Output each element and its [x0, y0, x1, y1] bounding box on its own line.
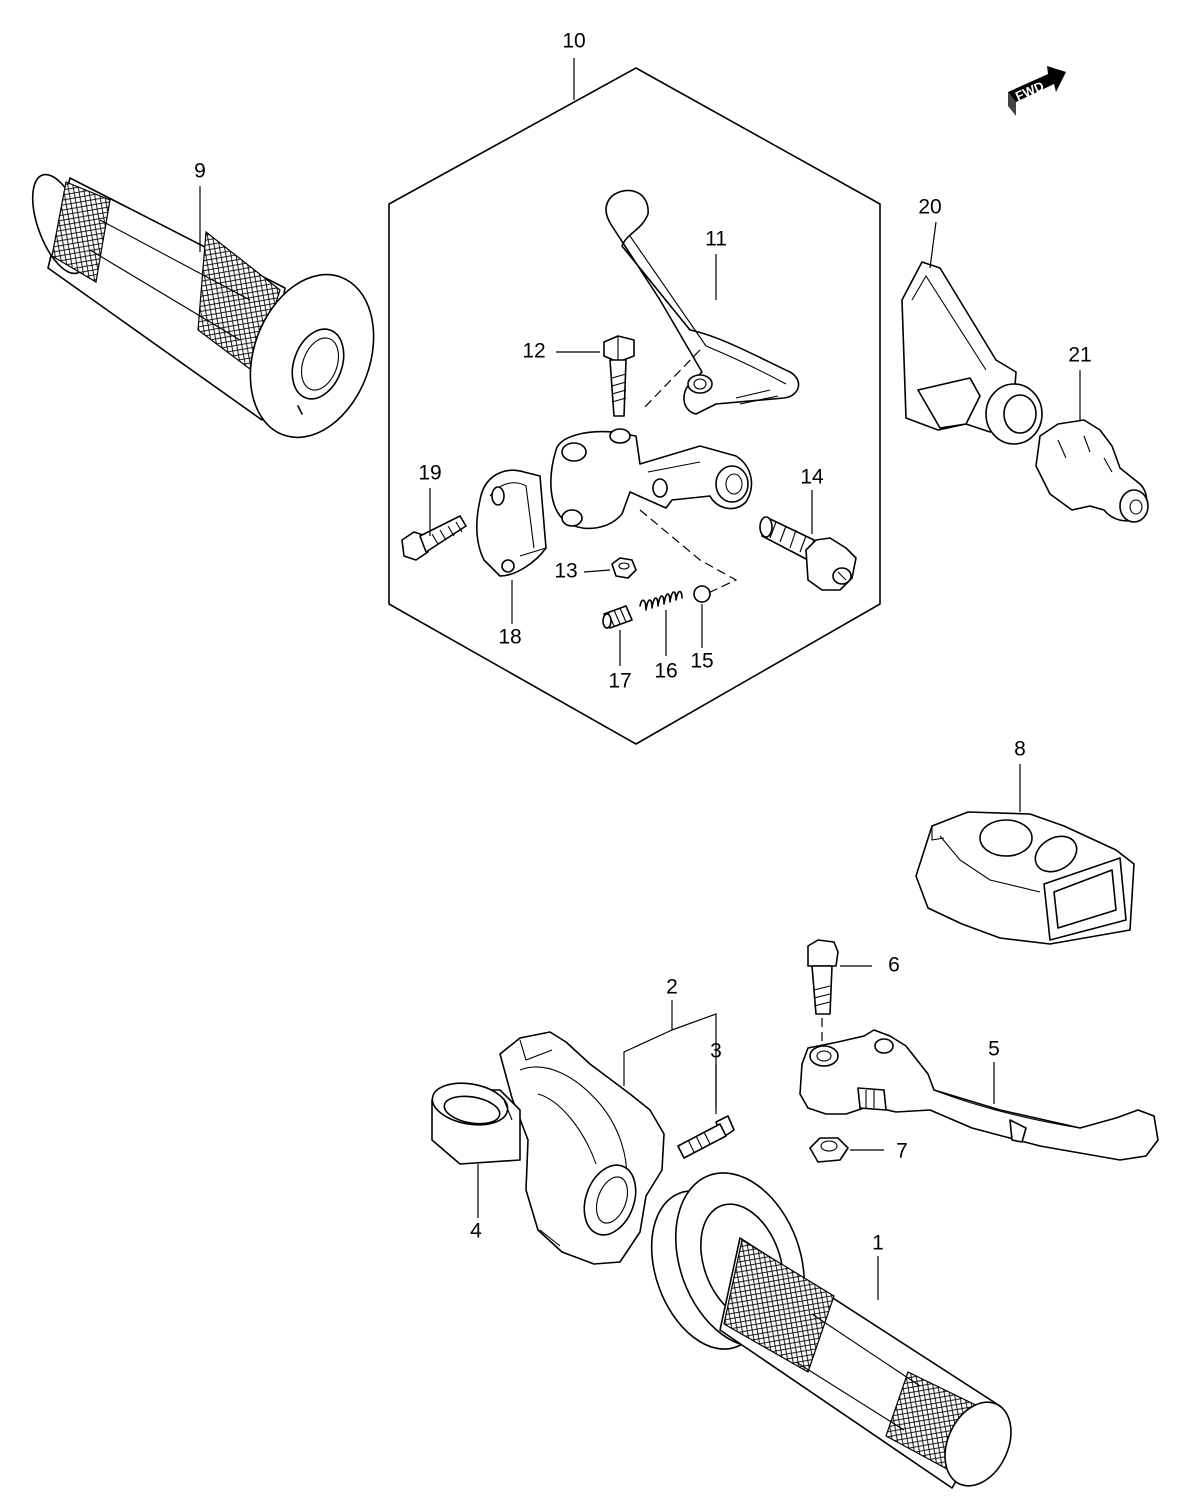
callout-13: 13 [554, 560, 577, 583]
cable-adjuster-14-part [759, 516, 857, 591]
callout-21: 21 [1068, 344, 1091, 367]
svg-text:FWD: FWD [1013, 78, 1046, 104]
adjuster-screw-17-part [602, 605, 633, 629]
cable-adjuster-21-part [1035, 419, 1149, 523]
callout-10: 10 [562, 30, 585, 53]
assembly-10-frame [388, 67, 881, 745]
spring-16-part [639, 590, 683, 611]
callout-3: 3 [710, 1040, 722, 1063]
callout-1: 1 [872, 1232, 884, 1255]
pivot-bolt-6-part [807, 939, 839, 1015]
sleeve-4-part [431, 1082, 521, 1165]
left-grip-part [31, 173, 375, 439]
callout-12: 12 [522, 340, 545, 363]
clutch-lever-5-part [799, 1029, 1159, 1161]
callout-16: 16 [654, 660, 677, 683]
callout-17: 17 [608, 670, 631, 693]
callout-6: 6 [888, 954, 900, 977]
bolt-3-part [677, 1115, 735, 1159]
ball-15-part [693, 585, 711, 603]
clamp-bolt-19-part [401, 515, 467, 561]
callout-19: 19 [418, 462, 441, 485]
callout-20: 20 [918, 196, 941, 219]
nut-13-part [611, 557, 637, 579]
callout-labels: 10 9 11 12 19 20 21 14 13 18 17 16 15 8 … [194, 30, 1092, 1255]
callout-5: 5 [988, 1038, 1000, 1061]
lever-cover-20-part [901, 261, 1043, 445]
callout-11: 11 [705, 228, 727, 251]
callout-14: 14 [800, 466, 824, 489]
lever-holder-2-part [499, 1031, 665, 1265]
callout-7: 7 [896, 1140, 908, 1163]
callout-8: 8 [1014, 738, 1026, 761]
callout-9: 9 [194, 160, 206, 183]
callout-4: 4 [470, 1220, 482, 1243]
clamp-18-part [475, 469, 547, 577]
pivot-bolt-12-part [603, 335, 635, 417]
callout-18: 18 [498, 626, 521, 649]
assembly-dash-lines [639, 349, 823, 1042]
callout-2: 2 [666, 976, 678, 999]
right-grip-part [650, 1172, 1012, 1489]
fwd-arrow-icon: FWD [1008, 66, 1066, 116]
leader-lines [199, 58, 1081, 1300]
callout-15: 15 [690, 650, 713, 673]
lever-cover-8-part [915, 811, 1135, 945]
nut-7-part [809, 1137, 849, 1163]
clutch-lever-blade-part [605, 189, 800, 415]
lever-bracket-part [550, 428, 753, 530]
